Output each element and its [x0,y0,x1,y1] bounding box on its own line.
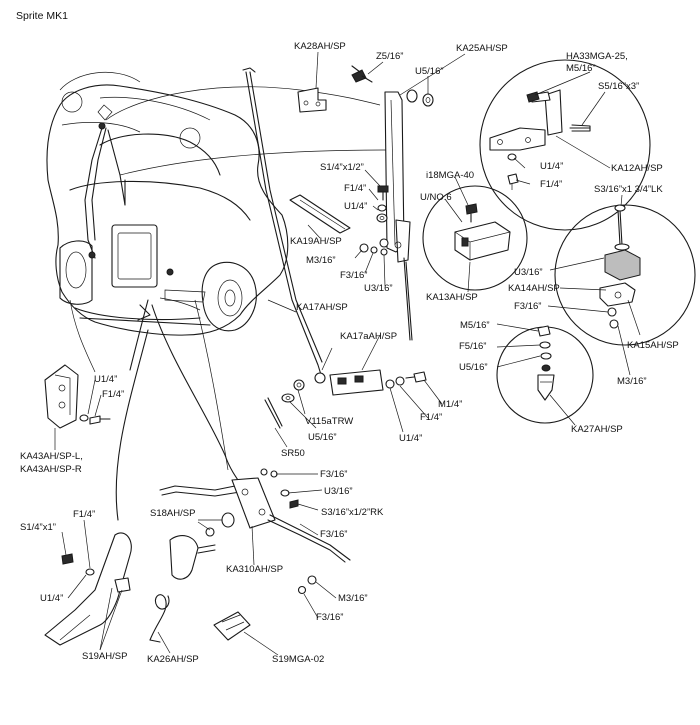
label-v115: V115aTRW [305,416,354,427]
ka19ah-strip [289,194,351,234]
detail-circle-ka13ah [422,185,528,291]
s19mga02-clip [213,611,251,641]
ka28ah-bracket [297,87,327,113]
label-ka17aah: KA17aAH/SP [340,331,398,342]
label-s3-16x1-2rk: S3/16”x1/2”RK [321,507,384,518]
car-body-outline [46,71,289,336]
label-ka27ah: KA27AH/SP [571,424,623,435]
label-ka13ah: KA13AH/SP [426,292,478,303]
label-f3-16-right: F3/16” [514,301,542,312]
ka17aah-plate [329,369,427,396]
label-s19ah: S19AH/SP [82,651,128,662]
label-f3-16-a: F3/16” [320,469,348,480]
label-f1-4-bottom: F1/4” [73,509,96,520]
label-sr50: SR50 [281,448,305,459]
label-f1-4-lower: F1/4” [420,412,443,423]
label-f3-16-mid: F3/16” [340,270,368,281]
label-s1-4x1: S1/4”x1” [20,522,56,533]
detail-circle-ka12ah [479,59,651,231]
label-ka310ah: KA310AH/SP [226,564,284,575]
label-uno6: U/NO.6 [420,192,452,203]
ka26ah-spring [149,594,170,643]
label-f1-4-left: F1/4” [102,389,125,400]
label-ka25ah: KA25AH/SP [456,43,508,54]
label-s18ah: S18AH/SP [150,508,196,519]
label-ka43ah-l: KA43AH/SP-L, [20,451,83,462]
label-ka19ah: KA19AH/SP [290,236,342,247]
label-m3-16-right: M3/16” [617,376,647,387]
label-m3-16-mid: M3/16” [306,255,336,266]
label-f3-16-b: F3/16” [320,529,348,540]
label-ka14ah: KA14AH/SP [508,283,560,294]
label-s19mga02: S19MGA-02 [272,654,325,665]
label-z5-16: Z5/16” [376,51,404,62]
diagram-title: Sprite MK1 [16,10,68,22]
s18ah-handle [169,512,235,580]
label-i18mga: i18MGA-40 [426,170,475,181]
ka25ah-stay [379,91,413,341]
label-u1-4-mid: U1/4” [344,201,368,212]
label-u5-16-lower: U5/16” [308,432,337,443]
label-ka26ah: KA26AH/SP [147,654,199,665]
label-m3-16-bottom: M3/16” [338,593,368,604]
label-u1-4-circle: U1/4” [540,161,564,172]
label-u3-16-a: U3/16” [324,486,353,497]
ka310ah-lever-assembly [159,468,351,563]
label-u1-4-bottom: U1/4” [40,593,64,604]
label-ka28ah: KA28AH/SP [294,41,346,52]
label-ka15ah: KA15AH/SP [627,340,679,351]
label-s5-16x3: S5/16”x3” [598,81,640,92]
label-ka12ah: KA12AH/SP [611,163,663,174]
label-m1-4: M1/4” [438,399,463,410]
label-u3-16-right: U3/16” [514,267,543,278]
label-u5-16-small: U5/16” [459,362,488,373]
ka17ah-rod [242,67,326,384]
label-u3-16-mid: U3/16” [364,283,393,294]
label-m5-16-small: M5/16” [460,320,490,331]
label-ka17ah: KA17AH/SP [296,302,348,313]
label-ha33mga: HA33MGA-25, [566,51,628,62]
detail-circle-ka14ah [554,204,696,346]
label-f5-16: F5/16” [459,341,487,352]
label-f3-16-bottom: F3/16” [316,612,344,623]
bonnet-rod-on-car [69,86,391,373]
label-ka43ah-r: KA43AH/SP-R [20,464,82,475]
label-f1-4-mid: F1/4” [344,183,367,194]
bonnet-release-cable [115,299,246,521]
z5-16-bolt [351,65,373,83]
s1-4-bolt-stack [376,185,389,223]
label-s3-16x1-3-4lk: S3/16”x1 3/4”LK [594,184,663,195]
s19ah-handle [44,532,132,646]
sr50-pin [264,397,283,429]
label-u5-16-top: U5/16” [415,66,444,77]
label-u1-4-left: U1/4” [94,374,118,385]
label-s1-4x1-2: S1/4”x1/2” [320,162,364,173]
label-m5-16-top: M5/16” [566,63,596,74]
top-washers [406,89,434,107]
label-f1-4-circle: F1/4” [540,179,563,190]
bottom-nut-stack [297,575,317,595]
ka43ah-bracket [44,364,111,429]
leader-lines [54,51,641,656]
detail-circle-ka27ah [496,325,594,424]
label-u1-4-lower: U1/4” [399,433,423,444]
v115-stack [281,379,305,403]
